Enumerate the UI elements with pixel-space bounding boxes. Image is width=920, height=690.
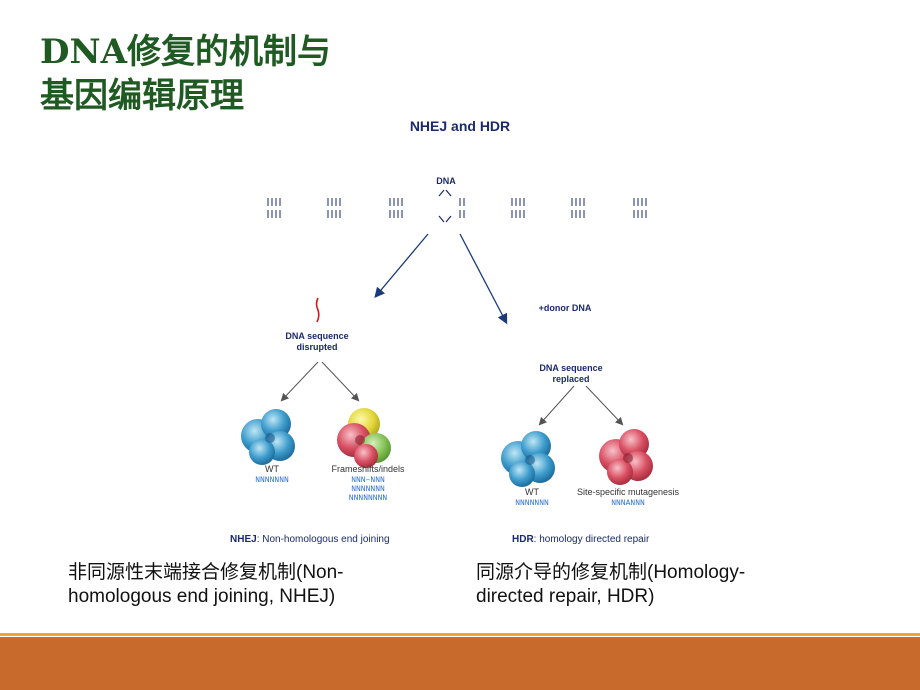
frameshift-seq-1: NNN–NNN	[351, 476, 385, 485]
dna-segment-1	[267, 198, 281, 218]
mutagenesis-seq: NNNANNN	[611, 499, 645, 508]
dna-break	[438, 189, 452, 223]
disruption-mark	[315, 297, 320, 323]
hdr-caption: HDR: homology directed repair	[512, 534, 649, 545]
dna-strand	[267, 189, 647, 223]
hdr-description-line-2: directed repair, HDR)	[476, 586, 655, 607]
dna-segment-2	[327, 198, 341, 218]
dna-segment-6	[571, 198, 585, 218]
hdr-caption-abbr: HDR	[512, 534, 534, 545]
footer-accent-line	[0, 633, 920, 636]
cell-cluster-hdr-wt	[501, 431, 555, 487]
nhej-outcome-line-1: DNA sequence	[285, 331, 349, 341]
arrow-hdr-wt	[538, 385, 575, 426]
cell-cluster-mutagenesis	[599, 429, 653, 485]
hdr-description: 同源介导的修复机制(Homology- directed repair, HDR…	[476, 561, 876, 609]
nhej-description-line-2: homologous end joining, NHEJ)	[68, 586, 336, 607]
hdr-outcome-line-1: DNA sequence	[539, 363, 603, 373]
nhej-wt-seq: NNNNNNN	[255, 476, 289, 485]
slide-title-line-1: DNA修复的机制与	[40, 32, 331, 72]
nhej-outcome-line-2: disrupted	[296, 342, 338, 352]
dna-segment-3	[389, 198, 403, 218]
hdr-wt-seq: NNNNNNN	[515, 499, 549, 508]
mutagenesis-label: Site-specific mutagenesis	[576, 487, 680, 497]
hdr-description-line-1: 同源介导的修复机制(Homology-	[476, 562, 746, 583]
nhej-caption-abbr: NHEJ	[230, 534, 257, 545]
nhej-description-line-1: 非同源性末端接合修复机制(Non-	[68, 562, 344, 583]
arrow-nhej-wt	[280, 361, 319, 402]
figure-title: NHEJ and HDR	[409, 118, 511, 134]
footer-bar	[0, 637, 920, 690]
hdr-caption-text: : homology directed repair	[533, 534, 650, 545]
dna-label: DNA	[436, 176, 456, 186]
slide-title-line-2: 基因编辑原理	[40, 76, 244, 116]
dna-segment-7	[633, 198, 647, 218]
nhej-caption: NHEJ: Non-homologous end joining	[230, 534, 390, 545]
hdr-outcome-label: DNA sequence replaced	[516, 363, 626, 385]
nhej-description: 非同源性末端接合修复机制(Non- homologous end joining…	[68, 561, 448, 609]
cell-cluster-nhej-wt	[241, 409, 295, 465]
arrow-to-nhej	[374, 233, 429, 298]
nhej-caption-text: : Non-homologous end joining	[256, 534, 390, 545]
nhej-outcome-label: DNA sequence disrupted	[262, 331, 372, 353]
arrow-hdr-mutagenesis	[585, 385, 624, 426]
dna-segment-4	[459, 198, 465, 218]
nhej-wt-label: WT	[265, 464, 279, 474]
arrow-nhej-indels	[321, 361, 360, 402]
dna-segment-5	[511, 198, 525, 218]
hdr-outcome-line-2: replaced	[552, 374, 590, 384]
donor-dna-label: +donor DNA	[538, 303, 592, 313]
cell-cluster-frameshifts	[337, 408, 391, 468]
frameshift-seq-3: NNNNNNNN	[348, 494, 388, 503]
frameshift-label: Frameshifts/indels	[331, 464, 405, 474]
frameshift-seq-2: NNNNNNN	[351, 485, 385, 494]
hdr-wt-label: WT	[525, 487, 539, 497]
arrow-to-hdr	[459, 233, 508, 325]
